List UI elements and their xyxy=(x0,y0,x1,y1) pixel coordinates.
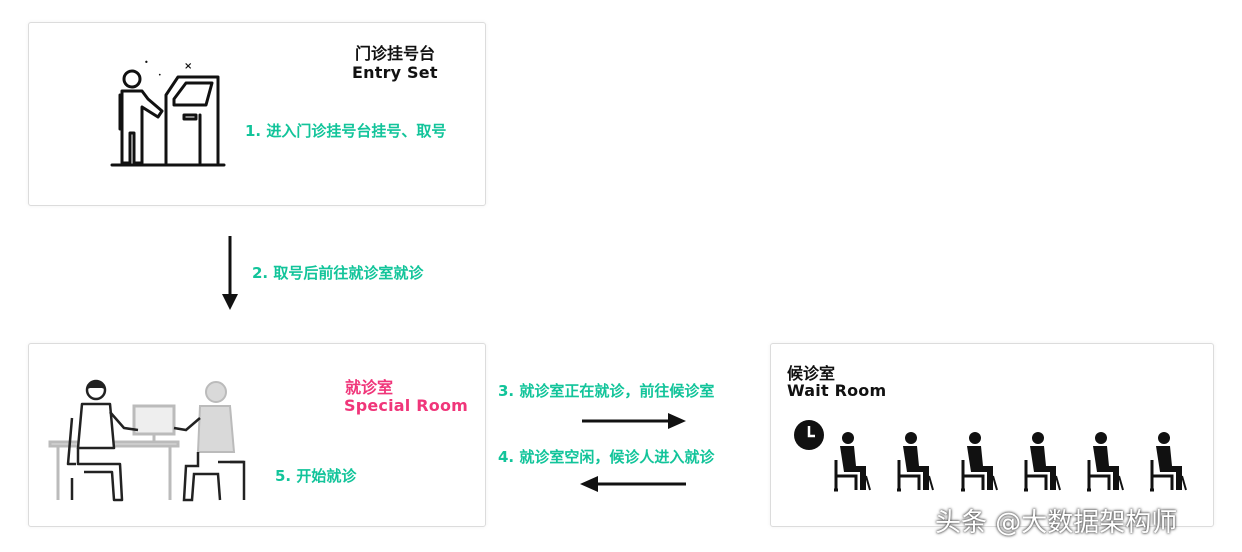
step-4-label: 4. 就诊室空闲，候诊人进入就诊 xyxy=(498,448,715,466)
seated-person-icon xyxy=(959,432,999,492)
down-arrow-icon xyxy=(222,236,238,310)
kiosk-person-icon: • × • xyxy=(110,58,226,167)
step-5-label: 5. 开始就诊 xyxy=(275,467,357,485)
doctor-patient-icon xyxy=(48,379,246,502)
seated-person-icon xyxy=(895,432,935,492)
clock-icon xyxy=(794,420,824,450)
step-3-label: 3. 就诊室正在就诊，前往候诊室 xyxy=(498,382,715,400)
seated-person-icon xyxy=(1148,432,1188,492)
watermark: 头条 @大数据架构师 xyxy=(935,508,1178,538)
special-room-title-zh: 就诊室 xyxy=(345,378,394,397)
entry-set-box xyxy=(28,22,486,206)
seated-people-row xyxy=(832,432,1188,492)
seated-person-icon xyxy=(832,432,872,492)
step-2-label: 2. 取号后前往就诊室就诊 xyxy=(252,264,424,282)
step-1-label: 1. 进入门诊挂号台挂号、取号 xyxy=(245,122,447,140)
entry-title-en: Entry Set xyxy=(352,63,438,82)
svg-text:•: • xyxy=(158,72,162,79)
svg-text:×: × xyxy=(184,61,192,72)
entry-title-zh: 门诊挂号台 xyxy=(355,44,436,63)
right-arrow-icon xyxy=(582,413,686,429)
special-room-title-en: Special Room xyxy=(344,396,469,415)
left-arrow-icon xyxy=(580,476,686,492)
wait-room-title-en: Wait Room xyxy=(787,381,887,400)
wait-room-title-zh: 候诊室 xyxy=(787,364,836,383)
svg-text:•: • xyxy=(144,58,149,67)
seated-person-icon xyxy=(1022,432,1062,492)
seated-person-icon xyxy=(1085,432,1125,492)
